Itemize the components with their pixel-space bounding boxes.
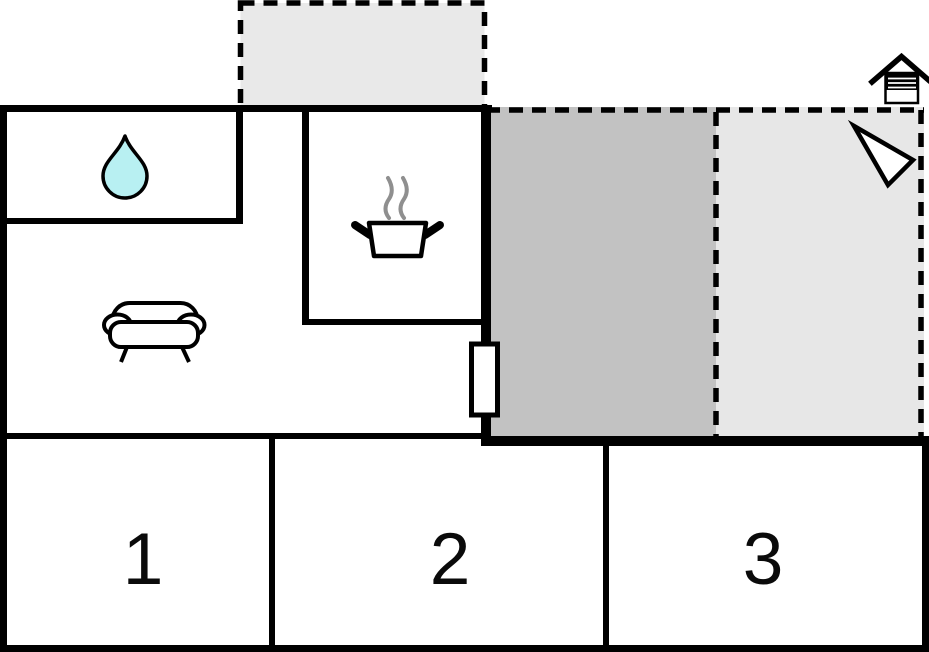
steam-line	[383, 176, 394, 220]
wall-bottom	[0, 645, 929, 652]
wall-bathroom-bottom	[0, 218, 243, 224]
wall-top	[0, 105, 492, 112]
wall-terrace-bottom	[481, 436, 929, 446]
house-icon	[868, 52, 929, 105]
house-roof	[868, 52, 929, 86]
door-window	[469, 341, 500, 418]
wall-divider-room1-room2	[269, 439, 275, 645]
house-stripes	[888, 77, 916, 89]
wall-bedrooms-top	[0, 433, 486, 439]
sofa-seat	[108, 320, 200, 349]
wall-left	[0, 105, 7, 652]
pot-handle-left	[351, 221, 374, 239]
wall-right-lower	[922, 437, 929, 652]
north-arrow-icon	[847, 119, 917, 189]
room-1-label: 1	[123, 519, 164, 600]
cooking-pot-icon	[351, 176, 444, 259]
wall-interior-main	[481, 105, 491, 446]
room-2-label: 2	[430, 519, 471, 600]
wall-bathroom-right	[236, 105, 243, 224]
room-3-label: 3	[743, 519, 784, 600]
wall-kitchen-bottom	[302, 319, 486, 325]
sofa-leg-right	[180, 346, 191, 363]
water-drop-icon	[101, 134, 149, 200]
steam-line	[398, 176, 409, 220]
sofa-leg-left	[119, 346, 129, 363]
patio-top-area	[237, 0, 488, 111]
house-body-upper	[885, 73, 918, 90]
terrace-dark-area	[486, 107, 716, 438]
walls	[0, 105, 929, 652]
wall-kitchen-left	[302, 105, 309, 325]
wall-divider-room2-room3	[603, 439, 609, 645]
sofa-icon	[102, 301, 207, 363]
pot-body	[366, 220, 429, 259]
pot-handle-right	[421, 221, 444, 239]
water-drop-shape	[101, 134, 149, 200]
